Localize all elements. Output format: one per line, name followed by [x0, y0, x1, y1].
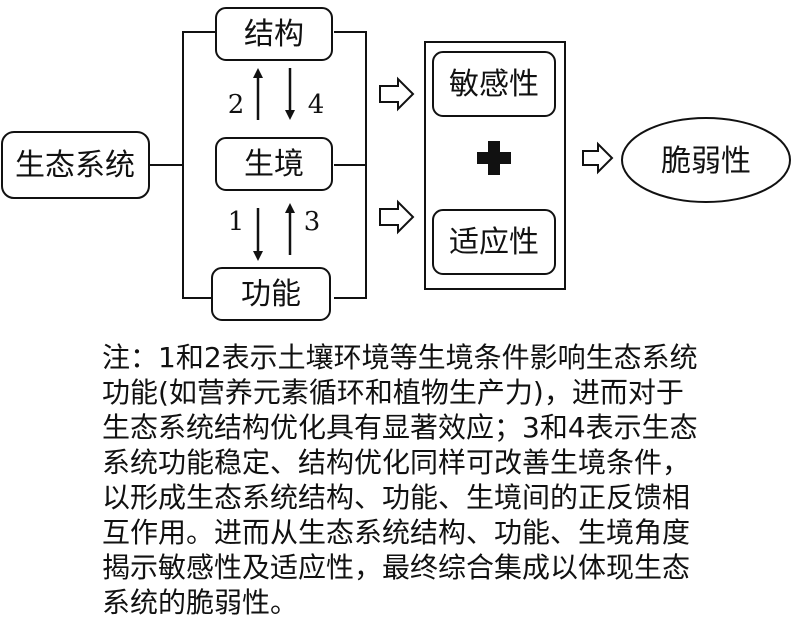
node-function-label: 功能 [241, 277, 301, 312]
node-adaptability-label: 适应性 [449, 225, 539, 260]
arrow-label-2: 2 [228, 90, 245, 120]
note-line: 生态系统结构优化具有显著效应；3和4表示生态 [102, 411, 698, 444]
node-sensitivity: 敏感性 [432, 51, 556, 117]
framework-diagram: 生态系统 结构 生境 功能 2 4 1 3 敏感性 [1, 7, 791, 321]
node-function: 功能 [211, 267, 331, 321]
hollow-arrow-vulnerability [582, 141, 614, 175]
left-bracket [182, 31, 215, 299]
plus-icon [477, 141, 511, 175]
arrow-label-4: 4 [308, 90, 325, 120]
node-sensitivity-label: 敏感性 [449, 67, 539, 102]
node-structure-label: 结构 [244, 17, 304, 52]
node-structure: 结构 [215, 7, 333, 61]
node-habitat-label: 生境 [244, 147, 304, 182]
node-ecosystem: 生态系统 [1, 131, 150, 199]
note-line: 系统功能稳定、结构优化同样可改善生境条件， [102, 446, 691, 479]
hollow-arrow-adaptability [379, 199, 415, 235]
arrow-label-3: 3 [304, 207, 321, 237]
note-line: 互作用。进而从生态系统结构、功能、生境角度 [102, 516, 691, 549]
arrow-label-1: 1 [228, 207, 245, 237]
node-vulnerability-label: 脆弱性 [661, 144, 751, 179]
note-line: 系统的脆弱性。 [102, 586, 299, 619]
note-line: 功能(如营养元素循环和植物生产力)，进而对于 [102, 376, 684, 409]
note-line: 注：1和2表示土壤环境等生境条件影响生态系统 [102, 341, 698, 374]
node-adaptability: 适应性 [432, 209, 556, 275]
note-line: 以形成生态系统结构、功能、生境间的正反馈相 [102, 481, 691, 514]
note-line: 揭示敏感性及适应性，最终综合集成以体现生态 [102, 551, 691, 584]
node-habitat: 生境 [215, 137, 333, 191]
node-vulnerability: 脆弱性 [621, 117, 791, 203]
node-ecosystem-label: 生态系统 [15, 148, 135, 183]
hollow-arrow-sensitivity [379, 76, 415, 112]
note-paragraph: 注：1和2表示土壤环境等生境条件影响生态系统 功能(如营养元素循环和植物生产力)… [102, 340, 782, 620]
